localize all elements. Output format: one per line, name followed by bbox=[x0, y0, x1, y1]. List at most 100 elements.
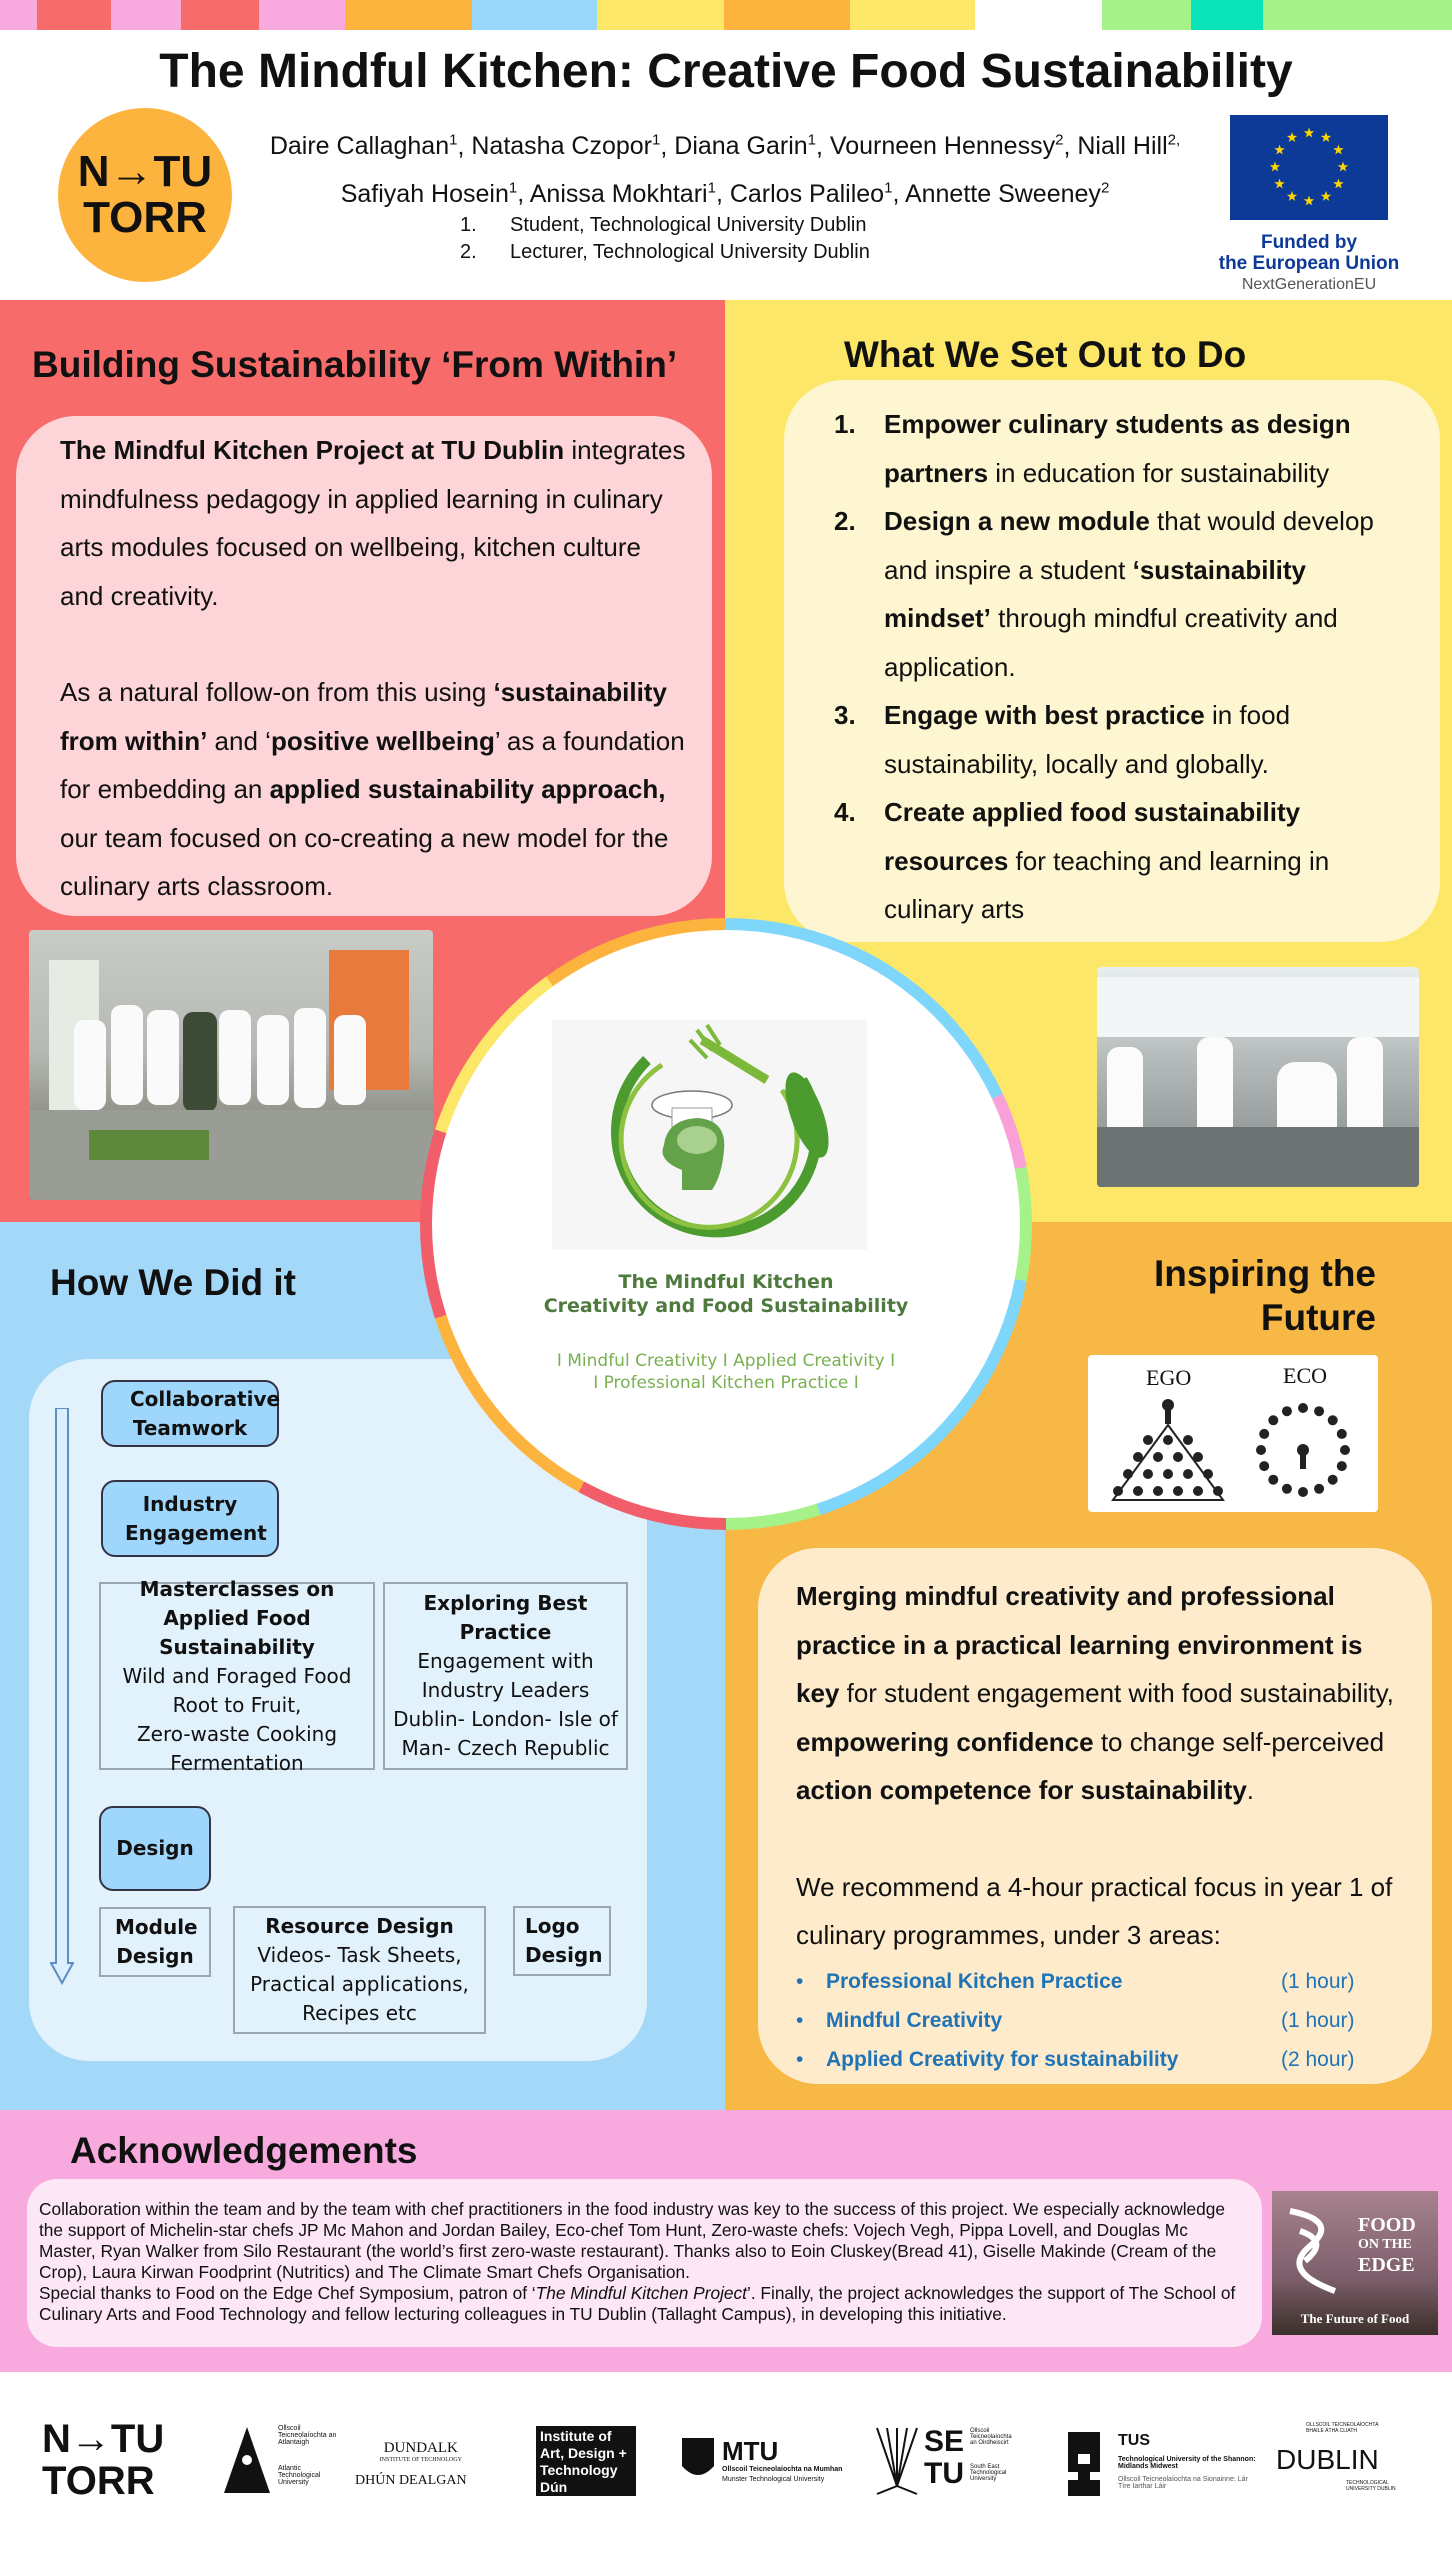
affiliation-text: Lecturer, Technological University Dubli… bbox=[510, 241, 870, 263]
box-line: Man- Czech Republic bbox=[401, 1736, 610, 1760]
text-segment: that would develop and inspire a student bbox=[884, 506, 1374, 585]
logo-text: Art, Design + bbox=[540, 2445, 627, 2461]
logo-text: Ollscoil Teicneolaíochta an Oirdheiscirt bbox=[970, 2428, 1012, 2446]
section-title-within: Building Sustainability ‘From Within’ bbox=[32, 344, 678, 385]
animal-icon bbox=[1123, 1469, 1133, 1479]
animal-icon bbox=[1259, 1461, 1270, 1472]
down-arrow-icon bbox=[50, 1408, 74, 1986]
author-affiliation: 1 bbox=[508, 179, 518, 197]
star-icon bbox=[1333, 144, 1344, 155]
bold-text: Merging mindful creativity and professio… bbox=[796, 1581, 1363, 1708]
animal-icon bbox=[1256, 1445, 1266, 1455]
author-name: Niall Hill bbox=[1077, 132, 1168, 161]
atu-logo: Ollscoil Teicneolaíochta an Atlantaigh A… bbox=[222, 2425, 336, 2495]
foe-line: EDGE bbox=[1358, 2254, 1415, 2276]
ack-text: Special thanks to Food on the Edge Chef … bbox=[39, 2283, 536, 2303]
aim-item: 1.Empower culinary students as design pa… bbox=[834, 400, 1410, 497]
affiliations: 1. Student, Technological University Dubl… bbox=[460, 212, 870, 266]
author-name: Anissa Mokhtari bbox=[529, 179, 708, 208]
text-segment: and ‘ bbox=[207, 725, 271, 756]
area-name: Mindful Creativity bbox=[826, 2008, 1003, 2032]
tu-dublin-logo: OLLSCOIL TEICNEOLAÍOCHTA BHAILE ÁTHA CLI… bbox=[1276, 2422, 1396, 2502]
stripe-segment bbox=[850, 0, 975, 30]
text-segment: integrates mindfulness pedagogy in appli… bbox=[60, 435, 686, 611]
animal-icon bbox=[1203, 1469, 1213, 1479]
food-on-the-edge-logo: FOOD ON THE EDGE The Future of Food bbox=[1272, 2191, 1438, 2335]
aims-list: 1.Empower culinary students as design pa… bbox=[834, 400, 1410, 934]
logo-design-box: Logo Design bbox=[513, 1906, 611, 1976]
foe-line: ON THE bbox=[1358, 2237, 1412, 2252]
step-label: Collaborative Teamwork bbox=[130, 1386, 281, 1440]
author-affiliation: 2, bbox=[1167, 132, 1181, 149]
animal-icon bbox=[1153, 1486, 1163, 1496]
logo-line: N→TU bbox=[42, 2417, 165, 2461]
mindful-kitchen-logo-icon bbox=[552, 1020, 867, 1250]
box-title: Module Design bbox=[115, 1915, 198, 1968]
stripe-segment bbox=[181, 0, 259, 30]
animal-icon bbox=[1298, 1487, 1308, 1497]
step-industry-engagement: Industry Engagement bbox=[101, 1480, 279, 1557]
within-paragraph-1: The Mindful Kitchen Project at TU Dublin… bbox=[60, 426, 686, 620]
logo-text: SE bbox=[924, 2425, 965, 2458]
section-title-aims: What We Set Out to Do bbox=[844, 334, 1247, 375]
logo-text: Technology bbox=[540, 2462, 618, 2478]
stripe-segment bbox=[597, 0, 724, 30]
animal-icon bbox=[1213, 1486, 1223, 1496]
aim-item: 4. Create applied food sustainability res… bbox=[834, 788, 1410, 934]
stripe-segment bbox=[259, 0, 345, 30]
animal-icon bbox=[1336, 1461, 1347, 1472]
animal-icon bbox=[1163, 1435, 1173, 1445]
star-icon bbox=[1320, 190, 1332, 201]
text-segment: ’ as a foundation for embedding an bbox=[60, 725, 685, 805]
author: Safiyah Hosein1 bbox=[341, 179, 518, 207]
logo-line: TORR bbox=[42, 2459, 155, 2503]
within-paragraph-2: As a natural follow-on from this using ‘… bbox=[60, 668, 686, 911]
stripe-segment bbox=[1102, 0, 1191, 30]
author: Diana Garin1 bbox=[674, 132, 816, 160]
aim-item: 2.Design a new module that would develop… bbox=[834, 497, 1410, 691]
animal-icon bbox=[1327, 1415, 1338, 1426]
area-name: Professional Kitchen Practice bbox=[826, 1969, 1123, 1993]
center-logo-tags: I Mindful Creativity I Applied Creativit… bbox=[432, 1350, 1020, 1394]
author-affiliation: 1 bbox=[807, 132, 817, 149]
text-segment: for teaching and learning in culinary ar… bbox=[884, 845, 1330, 925]
logo-text: Ollscoil Teicneolaíochta an Atlantaigh bbox=[278, 2425, 337, 2446]
section-title-future: Inspiring the Future bbox=[1154, 1252, 1376, 1340]
area-item: •Professional Kitchen Practice(1 hour) bbox=[796, 1962, 1408, 2001]
aim-text: Create applied food sustainability resou… bbox=[884, 788, 1410, 934]
aim-number: 4. bbox=[834, 797, 856, 827]
author: Vourneen Hennessy2 bbox=[830, 132, 1064, 160]
star-icon bbox=[1286, 190, 1298, 201]
animal-icon bbox=[1298, 1403, 1308, 1413]
author-affiliation: 1 bbox=[884, 179, 893, 197]
star-icon bbox=[1320, 132, 1332, 142]
mtu-shield-icon bbox=[682, 2438, 714, 2475]
animal-icon bbox=[1327, 1474, 1338, 1485]
logo-text: OLLSCOIL TEICNEOLAÍOCHTA BHAILE ÁTHA CLI… bbox=[1306, 2422, 1379, 2434]
animal-icon bbox=[1314, 1483, 1325, 1494]
text-segment: As a natural follow-on from this using bbox=[60, 677, 494, 707]
author-name: Vourneen Hennessy bbox=[829, 132, 1056, 161]
star-icon bbox=[1274, 144, 1285, 155]
star-icon bbox=[1333, 178, 1344, 189]
aim-text: Engage with best practice in food sustai… bbox=[884, 691, 1410, 788]
affiliation-text: Student, Technological University Dublin bbox=[510, 214, 867, 236]
text-segment: in food sustainability, locally and glob… bbox=[884, 700, 1291, 779]
flow-arrow bbox=[50, 1408, 74, 1986]
aim-number: 2. bbox=[834, 506, 856, 536]
center-logo-text: The Mindful Kitchen Creativity and Food … bbox=[432, 1270, 1020, 1318]
affiliation-num: 1. bbox=[460, 214, 477, 236]
text-segment: in education for sustainability bbox=[988, 457, 1330, 488]
tus-logo: TUS Technological University of the Shan… bbox=[1064, 2432, 1256, 2496]
box-line: Wild and Foraged Food bbox=[122, 1663, 352, 1688]
stripe-segment bbox=[724, 0, 850, 30]
animal-icon bbox=[1173, 1452, 1183, 1462]
setu-burst-icon bbox=[876, 2427, 918, 2495]
mtu-logo: MTU Ollscoil Teicneolaíochta na Mumhan M… bbox=[680, 2436, 842, 2484]
logo-text: Institute of bbox=[540, 2428, 612, 2444]
logo-text: Ollscoil Teicneolaíochta na Sionainne: L… bbox=[1118, 2476, 1248, 2490]
atu-a-icon bbox=[224, 2427, 270, 2493]
center-logo-inner: The Mindful Kitchen Creativity and Food … bbox=[432, 930, 1020, 1518]
